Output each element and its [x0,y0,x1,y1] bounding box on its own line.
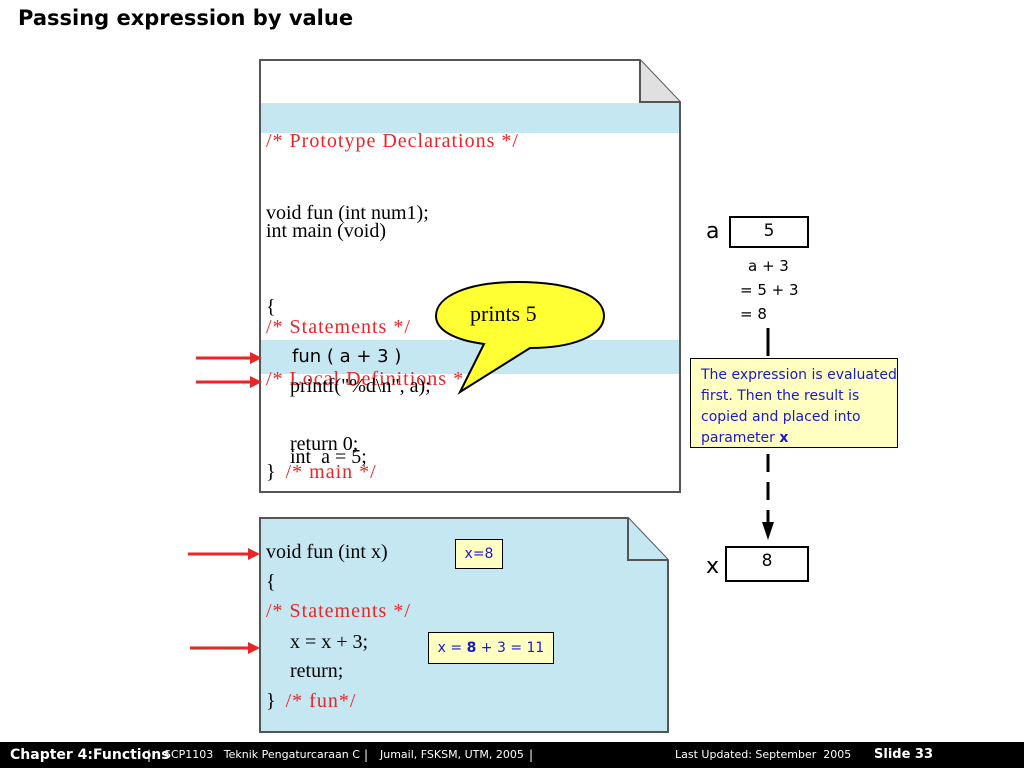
var-x-box: 8 [725,546,809,582]
result-suffix: + 3 = 11 [476,640,545,656]
callee-assign-line: x = x + 3; [290,631,369,653]
comment-local: /* Local Definitions */ [266,368,471,390]
callout-bubble-shape [434,280,606,395]
callee-signature: void fun (int x) [266,541,388,563]
callout-text: prints 5 [470,301,537,326]
caller-main: int main (void) { /* Local Definitions *… [266,171,471,493]
footer-sep-2: | [364,748,369,762]
printf-line: printf("%d\n", a); [290,375,431,397]
callee-arrows [188,548,260,654]
calc-line-2: = 5 + 3 [740,281,799,299]
callee-comment-statements: /* Statements */ [266,600,411,622]
footer-bar: Chapter 4:Functions | SCP1103 Teknik Pen… [0,742,1024,768]
flow-arrow [762,328,774,540]
footer-sep-1: | [147,748,152,762]
callee-close: } /* fun*/ [266,689,356,713]
return-line: return 0; [290,433,359,455]
function-call-line: fun ( a + 3 ) [292,346,402,367]
var-x-label: x [706,554,720,579]
comment-statements: /* Statements */ [266,316,411,338]
main-close-brace: } [266,461,276,483]
var-a-label: a [706,219,720,244]
footer-author: Jumail, FSKSM, UTM, 2005 [380,748,524,761]
caller-arrows [196,352,262,388]
footer-course: SCP1103 Teknik Pengaturcaraan C [164,748,360,761]
prototype-line: void fun (int num1); [266,202,429,224]
result-bold: 8 [466,640,477,656]
calc-lines: a + 3 = 5 + 3 = 8 [740,254,799,326]
caller-code: /* Prototype Declarations */ void fun (i… [266,81,519,249]
footer-slide-number: Slide 33 [874,747,934,762]
var-a-box: 5 [729,216,809,248]
result-prefix: x = [437,640,467,656]
comment-prototype: /* Prototype Declarations */ [266,130,519,152]
main-close: } /* main */ [266,460,377,484]
main-signature: int main (void) [266,220,386,242]
footer-sep-3: | [529,748,534,762]
explanation-box: The expression is evaluated first. Then … [690,358,898,448]
calc-line-1: a + 3 [748,257,789,275]
footer-updated: Last Updated: September 2005 [675,748,852,761]
x-value-box: x=8 [455,539,503,569]
comment-fun: /* fun*/ [285,690,357,712]
result-box: x = 8 + 3 = 11 [428,632,554,664]
slide-title: Passing expression by value [18,6,354,30]
explanation-bold: x [779,430,789,446]
callee-return-line: return; [290,660,344,682]
main-open-brace: { [266,296,276,318]
calc-line-3: = 8 [740,305,767,323]
local-declaration: int a = 5; [290,446,367,468]
callee-open-brace: { [266,571,276,593]
callee-close-brace: } [266,690,276,712]
callee-document-shape [259,517,669,733]
explanation-text: The expression is evaluated first. Then … [701,367,897,446]
caller-document-shape [259,59,681,493]
comment-main: /* main */ [285,461,377,483]
footer-chapter: Chapter 4:Functions [10,747,170,763]
